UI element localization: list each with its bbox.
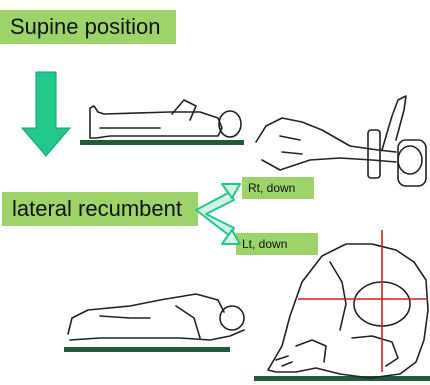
lateral-figure <box>68 294 244 340</box>
split-arrow <box>196 184 240 244</box>
top-view-figure <box>256 96 426 186</box>
ground-supine <box>80 140 244 145</box>
lateral-detail-figure <box>268 244 428 378</box>
supine-figure <box>90 100 241 138</box>
down-arrow <box>22 72 70 156</box>
ground-lateral-detail <box>254 376 430 381</box>
ground-lateral <box>64 347 230 352</box>
crosshair <box>298 230 428 372</box>
